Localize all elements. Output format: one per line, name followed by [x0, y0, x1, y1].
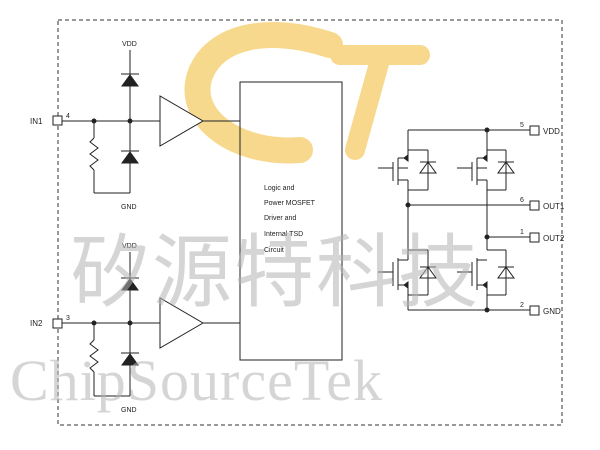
h-bridge-output-stage	[378, 127, 530, 313]
protection-diode-bottom	[121, 353, 139, 366]
in2-pin-number: 3	[66, 315, 70, 322]
in1-pin-number: 4	[66, 113, 70, 120]
block-text-line-1: Logic and	[264, 185, 294, 192]
pulldown-resistor	[89, 339, 99, 373]
gnd-output-label: GND	[543, 307, 561, 316]
gnd-pin-number: 2	[520, 302, 524, 309]
package-outline	[57, 19, 563, 426]
pulldown-resistor	[89, 137, 99, 171]
block-text-line-4: Internal TSD	[264, 231, 303, 238]
in2-pad	[52, 318, 63, 329]
out1-pad	[529, 200, 540, 211]
watermark-chinese: 矽源特科技	[70, 226, 480, 319]
logic-driver-block	[239, 81, 343, 361]
vdd-label-bottom: VDD	[122, 243, 137, 250]
out2-pin-number: 1	[520, 229, 524, 236]
in2-label: IN2	[30, 319, 43, 328]
watermark-english: ChipSourceTek	[10, 348, 383, 413]
vdd-pin-number: 5	[520, 122, 524, 129]
vdd-pad	[529, 125, 540, 136]
mosfet-high-side-1	[378, 149, 437, 205]
input-channel-1	[52, 50, 240, 194]
out2-pad	[529, 232, 540, 243]
protection-diode-top	[121, 74, 139, 87]
protection-diode-top	[121, 278, 139, 291]
mosfet-low-side-2	[457, 249, 515, 310]
block-text-line-5: Circuit	[264, 247, 284, 254]
block-text-line-2: Power MOSFET	[264, 200, 316, 207]
out1-pin-number: 6	[520, 197, 524, 204]
mosfet-low-side-1	[378, 249, 437, 310]
input-buffer	[159, 95, 204, 147]
gnd-label-bottom: GND	[121, 407, 137, 414]
out2-label: OUT2	[543, 234, 565, 243]
gnd-pad	[529, 305, 540, 316]
mosfet-high-side-2	[457, 149, 515, 237]
in1-label: IN1	[30, 117, 43, 126]
block-text-line-3: Driver and	[264, 215, 296, 222]
vdd-output-label: VDD	[543, 127, 560, 136]
out1-label: OUT1	[543, 202, 565, 211]
vdd-label-top: VDD	[122, 41, 137, 48]
protection-diode-bottom	[121, 151, 139, 164]
in1-pad	[52, 115, 63, 126]
watermark-logo	[184, 22, 430, 164]
gnd-label-top: GND	[121, 204, 137, 211]
input-buffer	[159, 297, 204, 349]
input-channel-2	[52, 252, 240, 397]
